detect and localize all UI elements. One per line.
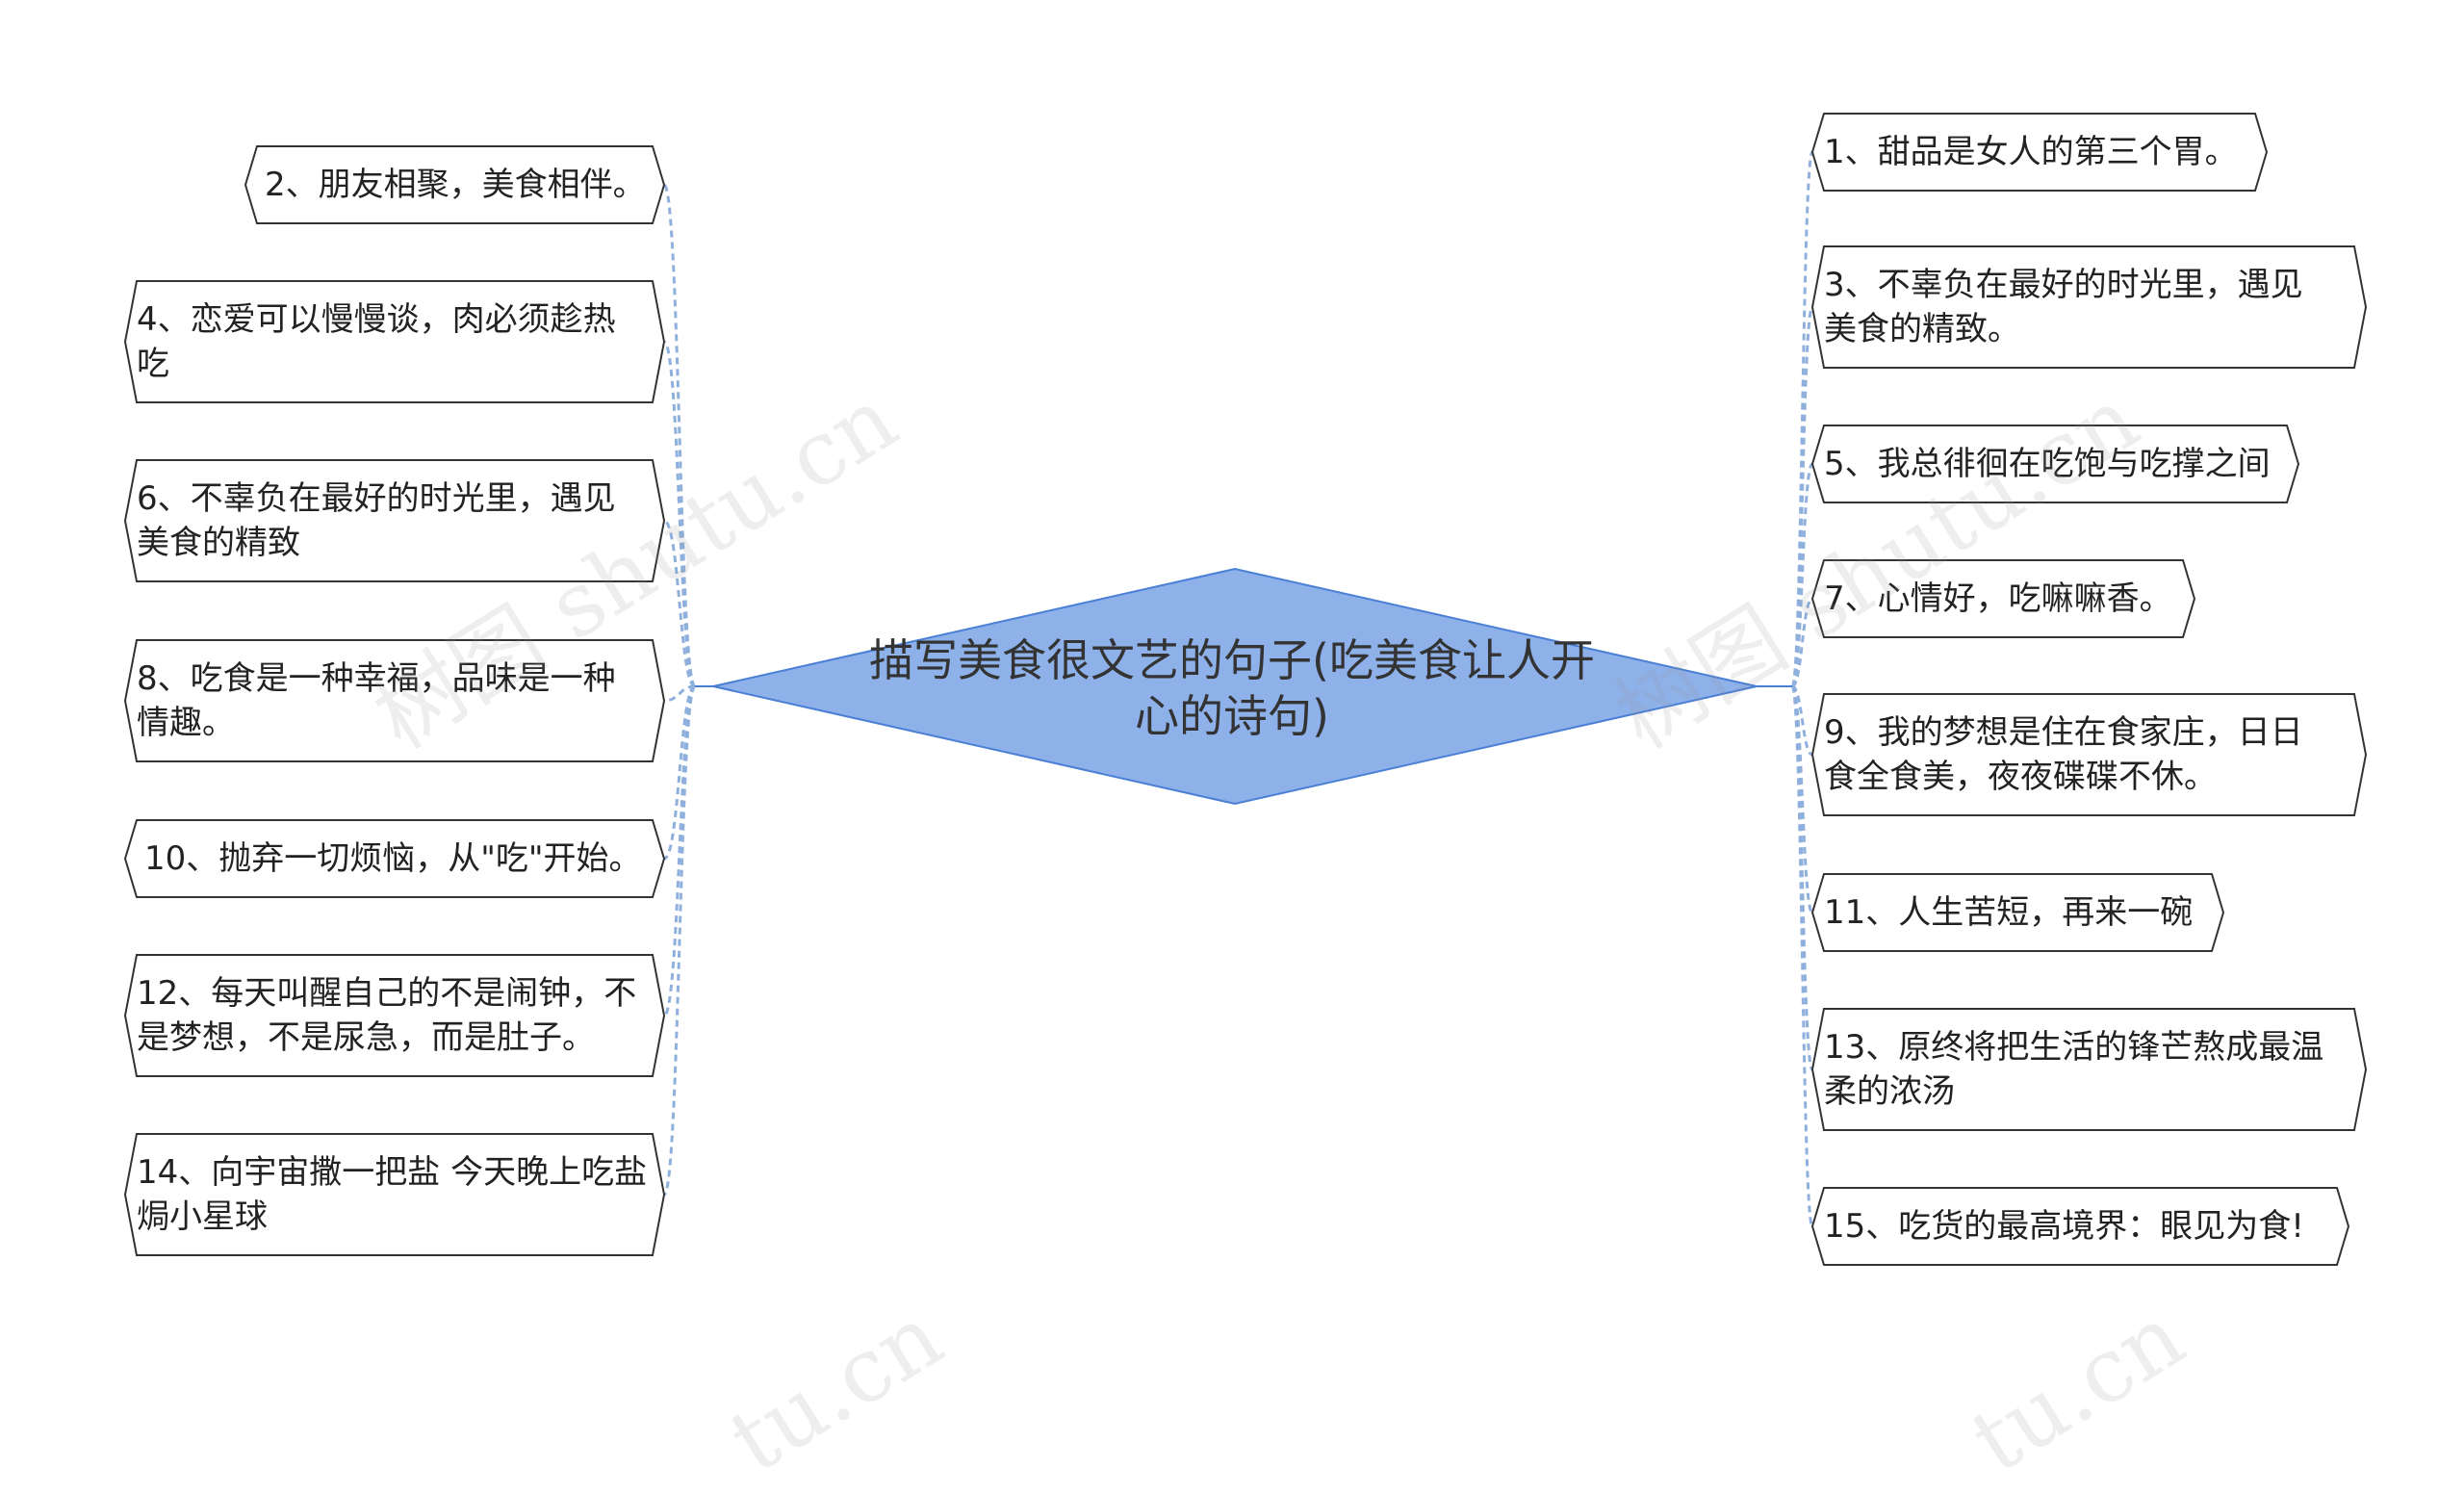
- branch-text-line: 吃: [137, 345, 169, 383]
- branch-text-line: 是梦想，不是尿急，而是肚子。: [137, 1018, 595, 1057]
- branch-text-line: 美食的精致。: [1824, 310, 2020, 348]
- branch-text-line: 13、原终将把生活的锋芒熬成最温: [1824, 1028, 2324, 1067]
- branch-text-line: 3、不辜负在最好的时光里，遇见: [1824, 266, 2303, 304]
- branch-node-10[interactable]: 10、抛弃一切烦恼，从"吃"开始。: [131, 820, 658, 897]
- branch-node-3[interactable]: 3、不辜负在最好的时光里，遇见美食的精致。: [1818, 246, 2360, 368]
- branch-node-2[interactable]: 2、朋友相聚，美食相伴。: [251, 146, 658, 223]
- branch-node-7[interactable]: 7、心情好，吃嘛嘛香。: [1818, 560, 2189, 637]
- branch-box-3[interactable]: [1810, 245, 2368, 369]
- branch-node-5[interactable]: 5、我总徘徊在吃饱与吃撑之间: [1818, 425, 2293, 502]
- branch-text-line: 4、恋爱可以慢慢谈，肉必须趁热: [137, 300, 616, 339]
- branch-box-8[interactable]: [123, 639, 666, 762]
- branch-box-14[interactable]: [123, 1133, 666, 1256]
- branch-box-2[interactable]: [244, 145, 666, 224]
- branch-boxes: [123, 113, 2368, 1266]
- connector-7: [1790, 597, 1814, 688]
- connector-13: [1790, 684, 1814, 1071]
- branch-node-11[interactable]: 11、人生苦短，再来一碗: [1818, 874, 2218, 951]
- branch-box-9[interactable]: [1810, 693, 2368, 816]
- branch-text-line: 9、我的梦想是住在食家庄，日日: [1824, 713, 2303, 752]
- branch-text-line: 10、抛弃一切烦恼，从"吃"开始。: [144, 839, 642, 878]
- branch-node-9[interactable]: 9、我的梦想是住在食家庄，日日食全食美，夜夜碟碟不休。: [1818, 694, 2360, 815]
- branch-box-13[interactable]: [1810, 1008, 2368, 1131]
- branch-box-12[interactable]: [123, 954, 666, 1077]
- center-title: 描写美食很文艺的句子(吃美食让人开心的诗句): [869, 634, 1595, 742]
- connector-lines: [662, 150, 1814, 1228]
- branch-text-line: 8、吃食是一种幸福，品味是一种: [137, 659, 616, 698]
- branch-node-15[interactable]: 15、吃货的最高境界：眼见为食!: [1818, 1188, 2343, 1265]
- connector-6: [663, 519, 696, 688]
- branch-text-line: 2、朋友相聚，美食相伴。: [265, 166, 646, 204]
- connector-5: [1790, 462, 1814, 688]
- connector-8: [663, 684, 696, 703]
- connector-3: [1790, 305, 1814, 688]
- branch-box-1[interactable]: [1810, 113, 2269, 192]
- branch-text-line: 12、每天叫醒自己的不是闹钟，不: [137, 974, 637, 1013]
- connector-15: [1790, 684, 1814, 1228]
- branch-text-line: 14、向宇宙撒一把盐 今天晚上吃盐: [137, 1153, 648, 1192]
- branch-text-line: 11、人生苦短，再来一碗: [1824, 893, 2194, 932]
- branch-node-12[interactable]: 12、每天叫醒自己的不是闹钟，不是梦想，不是尿急，而是肚子。: [131, 955, 658, 1076]
- center-node[interactable]: [712, 567, 1758, 806]
- branch-box-15[interactable]: [1810, 1187, 2350, 1266]
- branch-text-line: 6、不辜负在最好的时光里，遇见: [137, 479, 616, 518]
- branch-text-line: 5、我总徘徊在吃饱与吃撑之间: [1824, 445, 2271, 483]
- connector-4: [662, 340, 697, 688]
- center-diamond: [712, 567, 1758, 806]
- branch-box-6[interactable]: [123, 459, 666, 582]
- branch-node-4[interactable]: 4、恋爱可以慢慢谈，肉必须趁热吃: [131, 281, 658, 402]
- branch-node-1[interactable]: 1、甜品是女人的第三个胃。: [1818, 114, 2261, 191]
- branch-text-line: 情趣。: [137, 704, 235, 742]
- branch-node-6[interactable]: 6、不辜负在最好的时光里，遇见美食的精致: [131, 460, 658, 581]
- connector-2: [662, 183, 697, 688]
- branch-text-line: 15、吃货的最高境界：眼见为食!: [1824, 1207, 2304, 1246]
- branch-text-line: 焗小星球: [137, 1197, 268, 1236]
- branch-box-5[interactable]: [1810, 425, 2300, 503]
- branch-node-13[interactable]: 13、原终将把生活的锋芒熬成最温柔的浓汤: [1818, 1009, 2360, 1130]
- branch-box-10[interactable]: [123, 819, 666, 898]
- branch-text-line: 柔的浓汤: [1824, 1072, 1955, 1111]
- branch-box-11[interactable]: [1810, 873, 2225, 952]
- mindmap-canvas: [123, 113, 2368, 1266]
- connector-14: [662, 684, 697, 1197]
- branch-node-14[interactable]: 14、向宇宙撒一把盐 今天晚上吃盐焗小星球: [131, 1134, 658, 1255]
- branch-text-line: 食全食美，夜夜碟碟不休。: [1824, 758, 2217, 796]
- branch-node-8[interactable]: 8、吃食是一种幸福，品味是一种情趣。: [131, 640, 658, 761]
- branch-box-7[interactable]: [1810, 559, 2196, 638]
- branch-text-line: 美食的精致: [137, 524, 300, 562]
- branch-box-4[interactable]: [123, 280, 666, 403]
- branch-text-line: 1、甜品是女人的第三个胃。: [1824, 133, 2238, 171]
- branch-text-line: 7、心情好，吃嘛嘛香。: [1824, 579, 2172, 618]
